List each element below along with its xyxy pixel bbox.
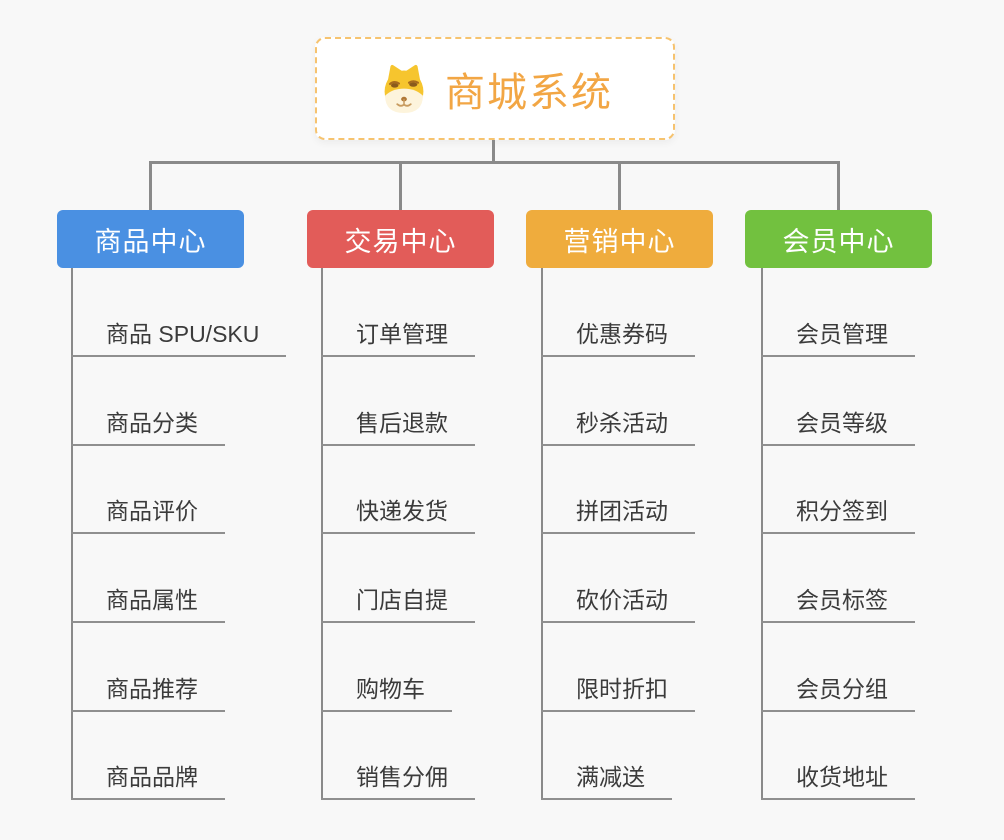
leaf-node[interactable]: 会员管理 xyxy=(761,319,915,357)
leaf-node[interactable]: 商品属性 xyxy=(71,585,225,623)
branch-product-center[interactable]: 商品中心 xyxy=(57,210,244,268)
leaf-node[interactable]: 砍价活动 xyxy=(541,585,695,623)
leaf-node[interactable]: 积分签到 xyxy=(761,496,915,534)
connector-branch-stem xyxy=(761,268,763,800)
branch-label: 商品中心 xyxy=(94,226,207,257)
connector-root-stem xyxy=(492,140,495,163)
leaf-node[interactable]: 销售分佣 xyxy=(321,762,475,800)
leaf-node[interactable]: 商品推荐 xyxy=(71,674,225,712)
connector-branch-stem xyxy=(71,268,73,800)
branch-label: 营销中心 xyxy=(563,226,676,257)
leaf-node[interactable]: 秒杀活动 xyxy=(541,408,695,446)
branch-label: 会员中心 xyxy=(782,226,895,257)
leaf-node[interactable]: 优惠券码 xyxy=(541,319,695,357)
leaf-node[interactable]: 拼团活动 xyxy=(541,496,695,534)
connector-branch-stem xyxy=(541,268,543,800)
leaf-node[interactable]: 会员等级 xyxy=(761,408,915,446)
leaf-node[interactable]: 商品品牌 xyxy=(71,762,225,800)
leaf-node[interactable]: 限时折扣 xyxy=(541,674,695,712)
leaf-node[interactable]: 会员标签 xyxy=(761,585,915,623)
branch-trade-center[interactable]: 交易中心 xyxy=(307,210,494,268)
leaf-node[interactable]: 售后退款 xyxy=(321,408,475,446)
branch-member-center[interactable]: 会员中心 xyxy=(745,210,932,268)
leaf-node[interactable]: 快递发货 xyxy=(321,496,475,534)
leaf-node[interactable]: 购物车 xyxy=(321,674,452,712)
connector-horizontal xyxy=(149,161,840,164)
leaf-node[interactable]: 收货地址 xyxy=(761,762,915,800)
leaf-node[interactable]: 门店自提 xyxy=(321,585,475,623)
leaf-node[interactable]: 订单管理 xyxy=(321,319,475,357)
root-node[interactable]: 商城系统 xyxy=(315,37,675,140)
dog-face-icon xyxy=(377,62,431,116)
leaf-node[interactable]: 商品评价 xyxy=(71,496,225,534)
connector-drop xyxy=(618,161,621,210)
leaf-node[interactable]: 满减送 xyxy=(541,762,672,800)
connector-branch-stem xyxy=(321,268,323,800)
branch-marketing-center[interactable]: 营销中心 xyxy=(526,210,713,268)
root-title: 商城系统 xyxy=(445,70,613,115)
connector-drop xyxy=(837,161,840,210)
connector-drop xyxy=(149,161,152,210)
branch-label: 交易中心 xyxy=(344,226,457,257)
leaf-node[interactable]: 会员分组 xyxy=(761,674,915,712)
leaf-node[interactable]: 商品 SPU/SKU xyxy=(71,319,287,357)
leaf-node[interactable]: 商品分类 xyxy=(71,408,225,446)
connector-drop xyxy=(399,161,402,210)
